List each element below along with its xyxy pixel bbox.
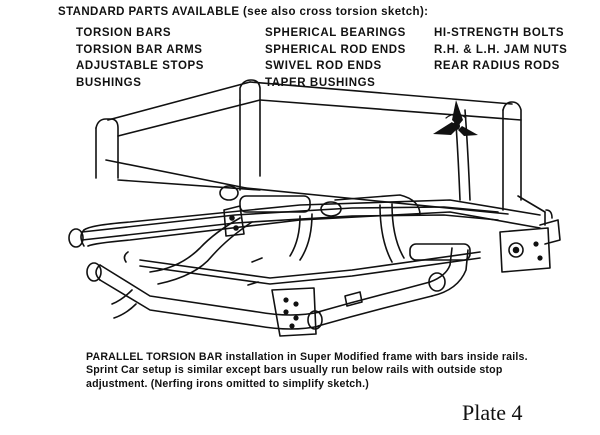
part-item: SWIVEL ROD ENDS (265, 60, 382, 72)
plate-label: Plate 4 (462, 400, 523, 425)
parts-column-1: TORSION BARS TORSION BAR ARMS ADJUSTABLE… (76, 25, 204, 91)
figure-caption: PARALLEL TORSION BAR installation in Sup… (86, 351, 536, 391)
part-item: HI-STRENGTH BOLTS (434, 27, 565, 39)
part-item: TORSION BARS (76, 27, 172, 39)
mounting-brackets (223, 205, 561, 337)
caption-lead: PARALLEL TORSION BAR (86, 351, 223, 363)
parts-column-3: HI-STRENGTH BOLTS R.H. & L.H. JAM NUTS R… (434, 25, 567, 75)
part-item: R.H. & L.H. JAM NUTS (434, 43, 568, 56)
rod-end-fittings (123, 251, 363, 307)
torsion-bars (81, 194, 499, 285)
roll-cage (95, 79, 553, 226)
part-item: ADJUSTABLE STOPS (76, 60, 205, 72)
parts-heading: STANDARD PARTS AVAILABLE (see also cross… (58, 6, 429, 18)
part-item: REAR RADIUS RODS (434, 60, 560, 72)
parts-column-2: SPHERICAL BEARINGS SPHERICAL ROD ENDS SW… (265, 25, 406, 91)
part-item: SPHERICAL BEARINGS (265, 27, 406, 39)
part-item: BUSHINGS (76, 76, 142, 89)
part-item: SPHERICAL ROD ENDS (265, 43, 406, 56)
caption-body: installation in Super Modified frame wit… (86, 351, 528, 390)
lower-frame-rails (80, 199, 541, 330)
part-item: TORSION BAR ARMS (76, 43, 203, 56)
